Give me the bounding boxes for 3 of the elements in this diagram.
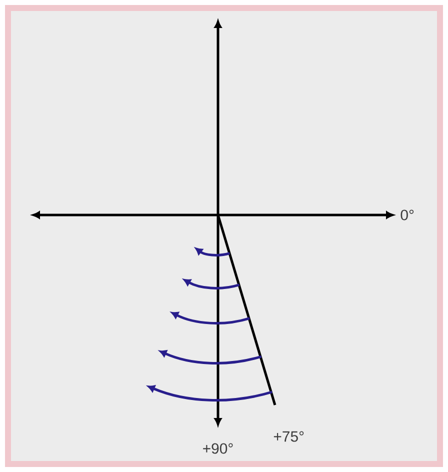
angle-label: +75° [274,431,304,442]
angle-label: +90° [203,443,233,454]
angle-label: 0° [400,210,414,220]
